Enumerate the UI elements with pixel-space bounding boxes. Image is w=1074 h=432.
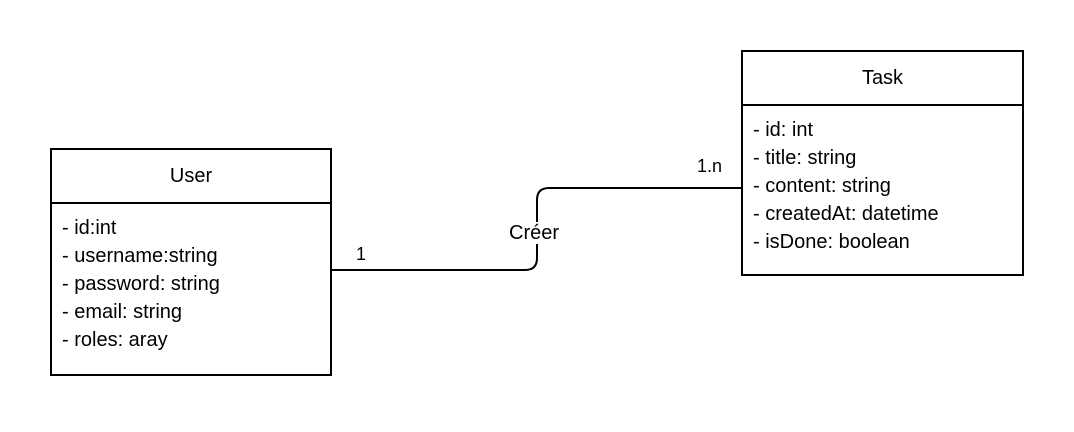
user-attribute: - id:int — [62, 217, 117, 239]
task-class-name: Task — [743, 52, 1022, 106]
user-attribute: - username:string — [62, 245, 218, 267]
task-class-box[interactable]: Task - id: int - title: string - content… — [741, 50, 1024, 276]
user-class-box[interactable]: User - id:int - username:string - passwo… — [50, 148, 332, 376]
task-attribute: - isDone: boolean — [753, 231, 910, 253]
source-multiplicity: 1 — [356, 244, 367, 264]
user-attribute: - email: string — [62, 301, 183, 323]
target-multiplicity: 1.n — [697, 156, 723, 176]
user-class-name: User — [52, 150, 330, 204]
user-attribute: - roles: aray — [62, 329, 168, 351]
task-attribute: - createdAt: datetime — [753, 203, 939, 225]
task-attribute: - content: string — [753, 175, 891, 197]
task-attribute: - title: string — [753, 147, 857, 169]
user-attribute-list: - id:int - username:string - password: s… — [52, 204, 330, 354]
user-attribute: - password: string — [62, 273, 220, 295]
association-label: Créer — [507, 222, 562, 244]
task-attribute-list: - id: int - title: string - content: str… — [743, 106, 1022, 256]
task-attribute: - id: int — [753, 119, 814, 141]
